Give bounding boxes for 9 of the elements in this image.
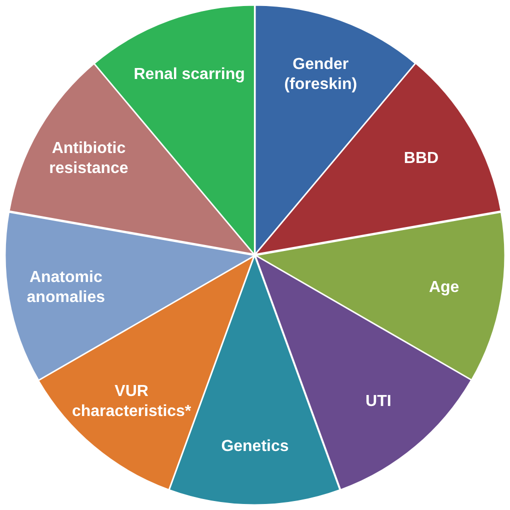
- slice-label: Gender (foreskin): [283, 54, 358, 95]
- slice-label: Genetics: [220, 437, 290, 457]
- slice-label: Renal scarring: [132, 64, 246, 85]
- slice-label: Age: [428, 278, 460, 298]
- slice-label: VUR characteristics*: [70, 382, 192, 422]
- slice-label: Antibiotic resistance: [48, 138, 130, 179]
- slice-label: BBD: [402, 148, 440, 169]
- slice-label: Anatomic anomalies: [26, 268, 106, 308]
- slice-label: UTI: [364, 392, 392, 412]
